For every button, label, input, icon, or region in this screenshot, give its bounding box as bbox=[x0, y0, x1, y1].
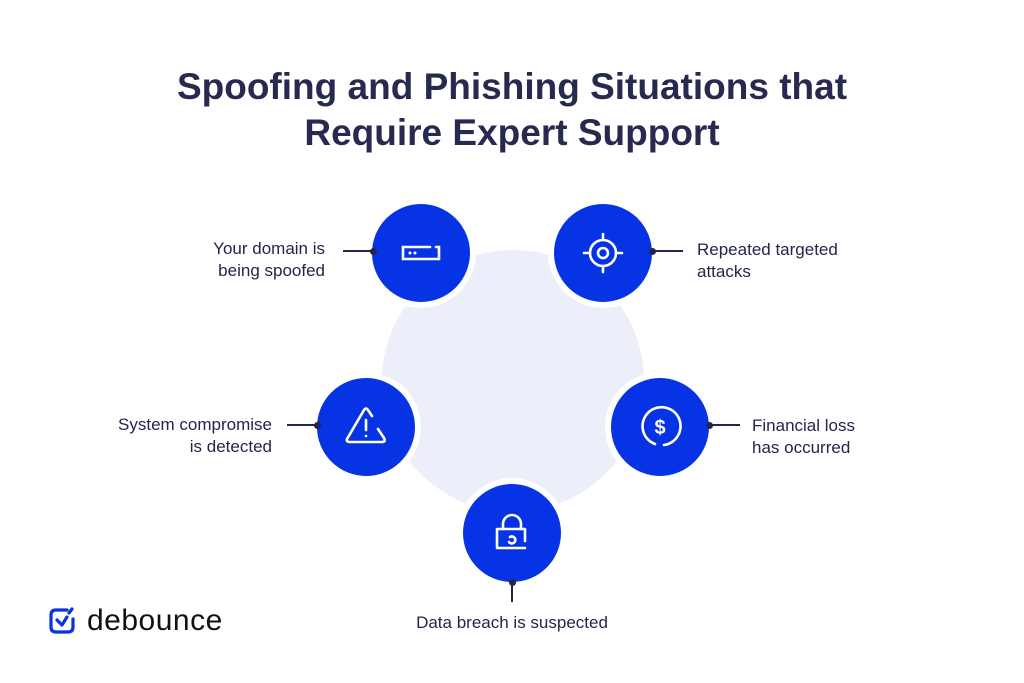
connector bbox=[652, 250, 683, 252]
connector bbox=[511, 582, 513, 602]
domain-bar-icon bbox=[401, 245, 441, 261]
lock-icon bbox=[495, 513, 527, 550]
debounce-check-icon bbox=[49, 607, 75, 634]
node-domain bbox=[366, 198, 476, 308]
connector bbox=[287, 424, 317, 426]
dollar-icon: $ bbox=[641, 405, 682, 447]
connector-dot bbox=[508, 578, 516, 586]
connector bbox=[343, 250, 373, 252]
connector-dot bbox=[648, 247, 656, 255]
warning-icon bbox=[345, 407, 386, 444]
connector-dot bbox=[369, 247, 377, 255]
connector-dot bbox=[705, 421, 713, 429]
logo-text: debounce bbox=[87, 604, 223, 637]
target-icon bbox=[582, 232, 624, 274]
svg-text:$: $ bbox=[654, 417, 665, 439]
node-warning bbox=[311, 372, 421, 482]
node-target bbox=[548, 198, 658, 308]
connector-dot bbox=[313, 421, 321, 429]
logo: debounce bbox=[47, 604, 223, 638]
node-dollar: $ bbox=[605, 372, 715, 482]
connector bbox=[709, 424, 740, 426]
node-lock bbox=[457, 478, 567, 588]
label-lock: Data breach is suspected bbox=[416, 613, 608, 632]
